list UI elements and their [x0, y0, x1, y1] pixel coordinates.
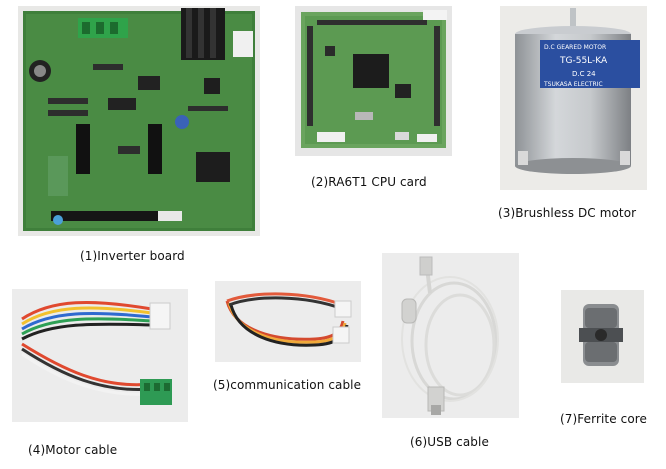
motor-label-line1: D.C GEARED MOTOR: [544, 44, 606, 51]
caption-dc-motor: (3)Brushless DC motor: [498, 206, 637, 220]
dc-motor-image: D.C GEARED MOTOR TG-55L-KA D.C 24 TSUKAS…: [500, 6, 647, 190]
inverter-board-image: [18, 6, 260, 236]
motor-cable-image: [12, 289, 188, 422]
caption-communication-cable: (5)communication cable: [213, 378, 362, 392]
caption-usb-cable: (6)USB cable: [410, 435, 489, 449]
caption-motor-cable: (4)Motor cable: [28, 443, 118, 457]
motor-label-line2: TG-55L-KA: [559, 56, 608, 66]
caption-inverter-board: (1)Inverter board: [80, 249, 185, 263]
motor-label-line3: D.C 24: [572, 70, 596, 78]
motor-label-line4: TSUKASA ELECTRIC: [543, 81, 603, 88]
ferrite-core-image: [561, 290, 644, 383]
caption-ferrite-core: (7)Ferrite core: [560, 412, 648, 426]
caption-cpu-card: (2)RA6T1 CPU card: [311, 175, 427, 189]
communication-cable-image: [215, 281, 361, 362]
cpu-card-image: [295, 6, 452, 156]
usb-cable-image: [382, 253, 519, 418]
